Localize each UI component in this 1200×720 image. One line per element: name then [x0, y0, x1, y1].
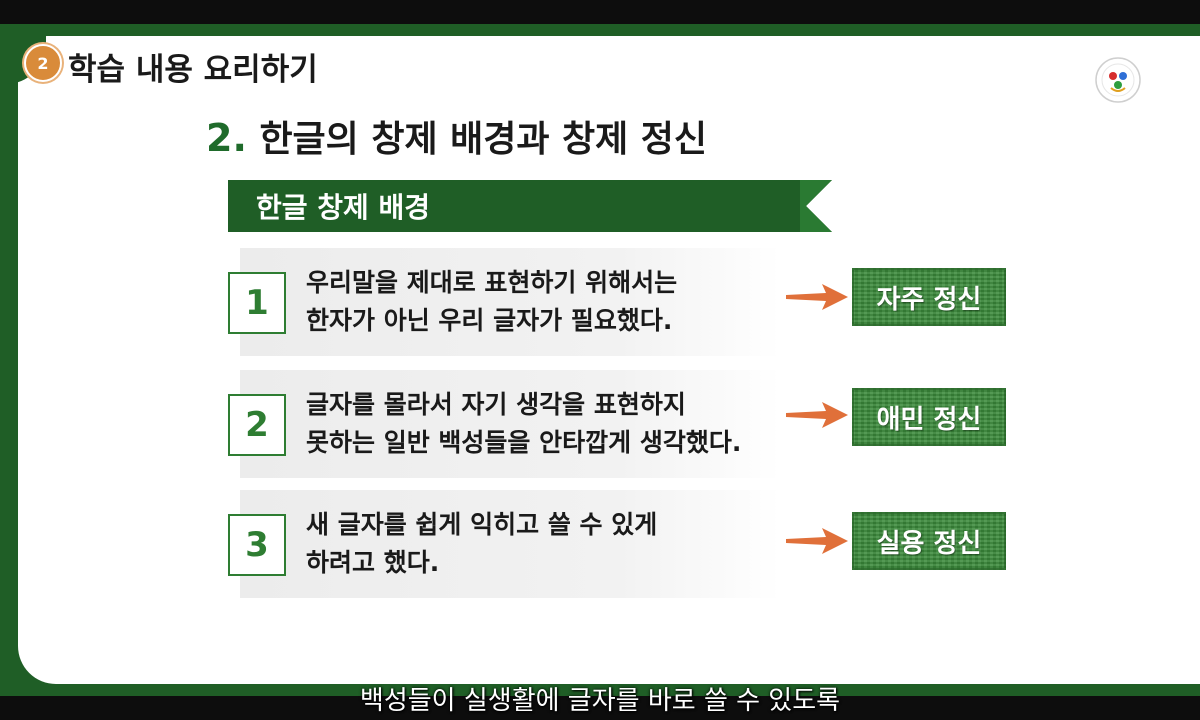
main-title-text: 한글의 창제 배경과 창제 정신: [259, 119, 708, 160]
video-subtitle: 백성들이 실생활에 글자를 바로 쓸 수 있도록: [359, 686, 841, 716]
banner-ribbon-shape: [228, 180, 832, 232]
item-line: 새 글자를 쉽게 익히고 쓸 수 있게: [306, 510, 658, 539]
item-text: 글자를 몰라서 자기 생각을 표현하지 못하는 일반 백성들을 안타깝게 생각했…: [306, 386, 741, 462]
emblem-logo-icon: [1095, 57, 1141, 103]
section-title: 학습 내용 요리하기: [68, 52, 318, 88]
item-line: 하려고 했다.: [306, 548, 440, 577]
item-text: 새 글자를 쉽게 익히고 쓸 수 있게 하려고 했다.: [306, 506, 657, 582]
right-arrow-icon: [786, 402, 848, 428]
spirit-tag: 애민 정신: [852, 388, 1006, 446]
section-number-badge: 2: [24, 44, 62, 82]
banner-label: 한글 창제 배경: [256, 191, 431, 224]
list-item: 2 글자를 몰라서 자기 생각을 표현하지 못하는 일반 백성들을 안타깝게 생…: [228, 370, 780, 478]
item-line: 글자를 몰라서 자기 생각을 표현하지: [306, 390, 686, 419]
right-arrow-icon: [786, 284, 848, 310]
item-number: 1: [228, 272, 286, 334]
item-line: 우리말을 제대로 표현하기 위해서는: [306, 268, 678, 297]
right-arrow-icon: [786, 528, 848, 554]
main-title: 2. 한글의 창제 배경과 창제 정신: [206, 110, 707, 162]
list-item: 3 새 글자를 쉽게 익히고 쓸 수 있게 하려고 했다.: [228, 490, 780, 598]
list-item: 1 우리말을 제대로 표현하기 위해서는 한자가 아닌 우리 글자가 필요했다.: [228, 248, 780, 356]
banner: 한글 창제 배경: [228, 180, 832, 232]
spirit-tag: 실용 정신: [852, 512, 1006, 570]
spirit-tag: 자주 정신: [852, 268, 1006, 326]
item-line: 못하는 일반 백성들을 안타깝게 생각했다.: [306, 428, 742, 457]
main-title-number: 2.: [206, 116, 247, 160]
item-number: 2: [228, 394, 286, 456]
item-text: 우리말을 제대로 표현하기 위해서는 한자가 아닌 우리 글자가 필요했다.: [306, 264, 677, 340]
item-number: 3: [228, 514, 286, 576]
item-line: 한자가 아닌 우리 글자가 필요했다.: [306, 306, 673, 335]
